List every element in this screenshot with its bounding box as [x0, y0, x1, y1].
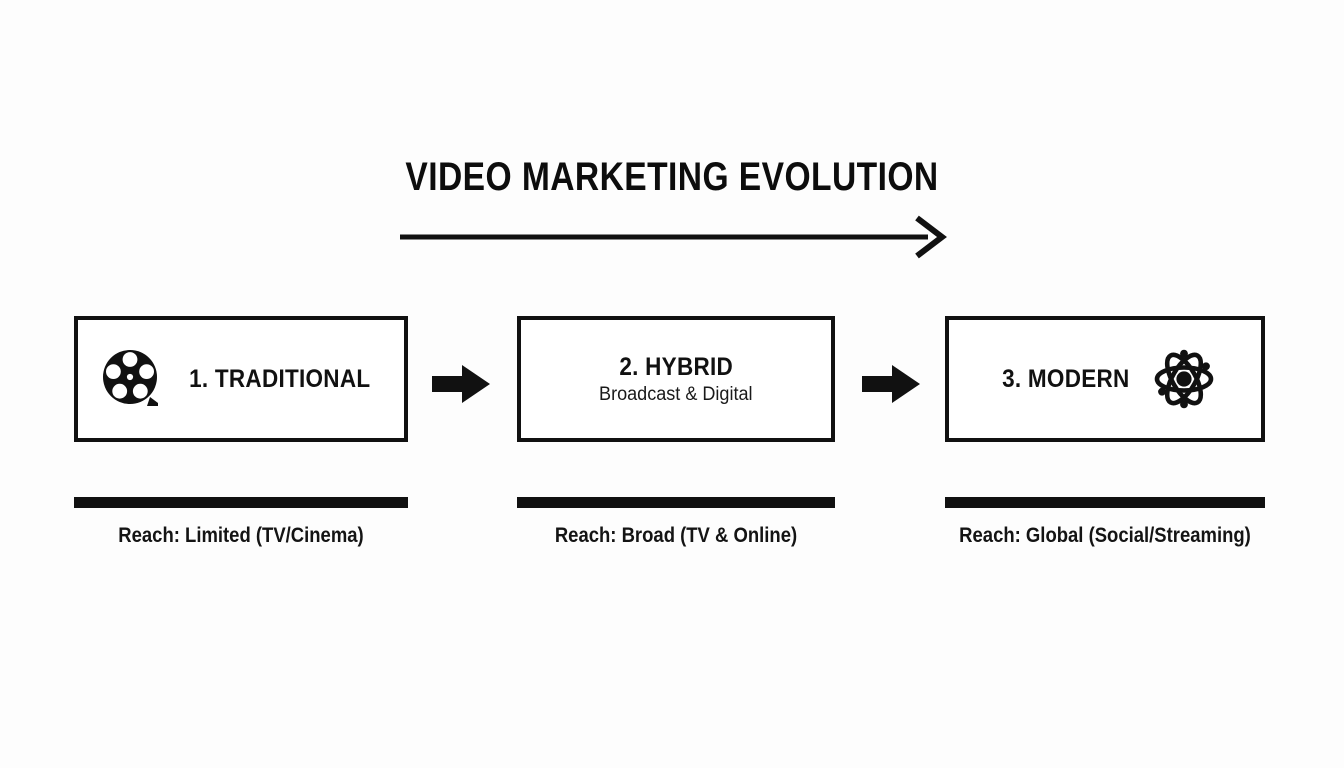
reach-label-hybrid: Reach: Broad (TV & Online) — [554, 524, 798, 547]
timeline-arrow-icon — [398, 214, 950, 260]
stage-box-modern[interactable]: 3. MODERN — [945, 316, 1265, 442]
reach-bar-modern — [945, 497, 1265, 508]
film-reel-icon — [101, 348, 163, 410]
reach-bar-hybrid — [517, 497, 835, 508]
reach-bar-traditional — [74, 497, 408, 508]
stage-title-traditional: 1. TRADITIONAL — [189, 364, 371, 393]
page-title: VIDEO MARKETING EVOLUTION — [405, 155, 939, 199]
stage-title-hybrid: 2. HYBRID — [619, 352, 733, 381]
connector-arrow-2 — [862, 363, 922, 405]
stage-box-hybrid[interactable]: 2. HYBRID Broadcast & Digital — [517, 316, 835, 442]
stage-row: 1. TRADITIONAL 2. HYBRID Broadcast & Dig… — [0, 316, 1344, 446]
stage-subtitle-hybrid: Broadcast & Digital — [599, 383, 753, 405]
reach-label-traditional: Reach: Limited (TV/Cinema) — [118, 524, 364, 547]
reach-label-modern: Reach: Global (Social/Streaming) — [959, 524, 1251, 547]
stage-box-traditional[interactable]: 1. TRADITIONAL — [74, 316, 408, 442]
connector-arrow-1 — [432, 363, 492, 405]
atom-icon — [1153, 348, 1215, 410]
stage-title-modern: 3. MODERN — [1002, 364, 1130, 393]
